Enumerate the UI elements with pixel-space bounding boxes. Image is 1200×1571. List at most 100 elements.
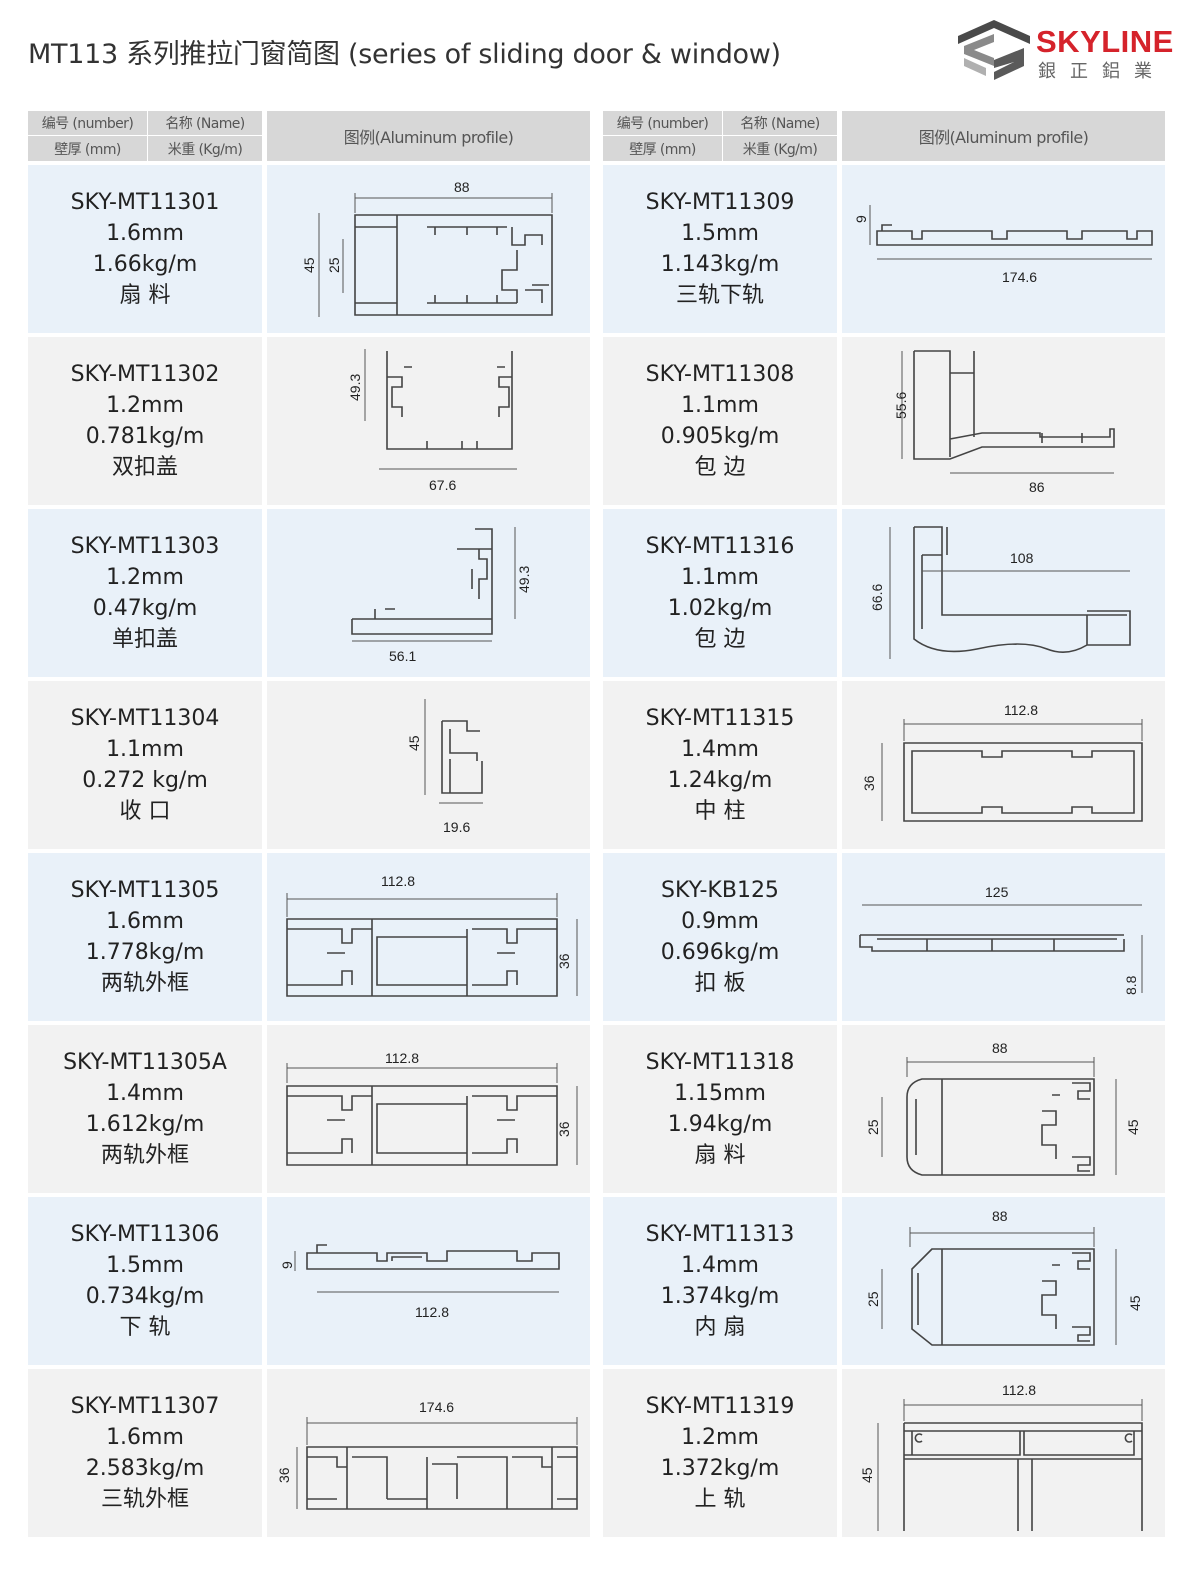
profile-info: SKY-MT11302 1.2mm 0.781kg/m 双扣盖 (28, 337, 262, 505)
dim-label: 36 (556, 1121, 572, 1137)
dim-label: 56.1 (389, 648, 416, 664)
weight-per-meter: 0.272 kg/m (82, 768, 208, 793)
weight-per-meter: 1.02kg/m (667, 596, 773, 621)
profile-name: 两轨外框 (100, 1143, 189, 1168)
profile-name: 中 柱 (694, 799, 746, 824)
table-header: 编号 (number) 名称 (Name) 壁厚 (mm) 米重 (Kg/m) … (603, 111, 1165, 161)
weight-per-meter: 1.374kg/m (660, 1284, 780, 1309)
profile-code: SKY-MT11305A (63, 1050, 227, 1075)
profile-code: SKY-MT11301 (70, 190, 220, 215)
dim-label: 55.6 (893, 392, 909, 419)
header-figure: 图例(Aluminum profile) (842, 111, 1165, 161)
profile-drawing: 9 174.6 (842, 165, 1165, 333)
profile-sketch: 9 174.6 (853, 205, 1153, 285)
profile-info: SKY-MT11318 1.15mm 1.94kg/m 扇 料 (603, 1025, 837, 1193)
dim-label: 9 (279, 1261, 295, 1269)
dim-label: 112.8 (385, 1050, 419, 1066)
profile-info: SKY-MT11308 1.1mm 0.905kg/m 包 边 (603, 337, 837, 505)
dim-label: 86 (1029, 479, 1045, 495)
dim-label: 25 (326, 257, 342, 273)
header-figure: 图例(Aluminum profile) (267, 111, 590, 161)
table-row: SKY-MT11316 1.1mm 1.02kg/m 包 边 66.6 108 (603, 509, 1165, 677)
wall-thickness: 1.4mm (681, 1253, 759, 1278)
table-header: 编号 (number) 名称 (Name) 壁厚 (mm) 米重 (Kg/m) … (28, 111, 590, 161)
profile-table-right: 编号 (number) 名称 (Name) 壁厚 (mm) 米重 (Kg/m) … (603, 111, 1165, 1541)
weight-per-meter: 0.47kg/m (92, 596, 198, 621)
profile-info: SKY-MT11304 1.1mm 0.272 kg/m 收 口 (28, 681, 262, 849)
profile-sketch: 66.6 108 (869, 526, 1131, 659)
profile-sketch: 112.8 36 (861, 702, 1143, 822)
profile-name: 三轨下轨 (675, 283, 764, 308)
wall-thickness: 1.2mm (681, 1425, 759, 1450)
profile-drawing: 112.8 45 (842, 1369, 1165, 1537)
dim-label: 45 (406, 735, 422, 751)
profile-drawing: 125 8.8 (842, 853, 1165, 1021)
profile-name: 三轨外框 (100, 1487, 189, 1512)
table-row: SKY-MT11303 1.2mm 0.47kg/m 单扣盖 49.3 56.1 (28, 509, 590, 677)
dim-label: 66.6 (869, 584, 885, 611)
weight-per-meter: 1.612kg/m (85, 1112, 205, 1137)
dim-label: 88 (454, 179, 470, 195)
profile-code: SKY-MT11313 (645, 1222, 795, 1247)
wall-thickness: 1.5mm (106, 1253, 184, 1278)
profile-drawing: 174.6 36 (267, 1369, 590, 1537)
dim-label: 125 (985, 884, 1009, 900)
wall-thickness: 1.15mm (674, 1081, 766, 1106)
profile-drawing: 9 112.8 (267, 1197, 590, 1365)
profile-drawing: 66.6 108 (842, 509, 1165, 677)
profile-drawing: 45 19.6 (267, 681, 590, 849)
dim-label: 174.6 (419, 1399, 454, 1415)
table-row: SKY-MT11304 1.1mm 0.272 kg/m 收 口 45 19.6 (28, 681, 590, 849)
header-wall-thickness: 壁厚 (mm) (28, 136, 147, 161)
dim-label: 49.3 (516, 566, 532, 593)
profile-name: 内 扇 (694, 1315, 746, 1340)
header-weight: 米重 (Kg/m) (723, 136, 837, 161)
table-row: SKY-MT11301 1.6mm 1.66kg/m 扇 料 88 45 25 (28, 165, 590, 333)
profile-sketch: 88 45 25 (301, 179, 553, 317)
weight-per-meter: 1.24kg/m (667, 768, 773, 793)
profile-name: 两轨外框 (100, 971, 189, 996)
profile-code: SKY-MT11318 (645, 1050, 795, 1075)
profile-info: SKY-MT11303 1.2mm 0.47kg/m 单扣盖 (28, 509, 262, 677)
profile-code: SKY-MT11306 (70, 1222, 220, 1247)
profile-drawing: 49.3 56.1 (267, 509, 590, 677)
profile-sketch: 112.8 36 (286, 873, 578, 997)
profile-info: SKY-KB125 0.9mm 0.696kg/m 扣 板 (603, 853, 837, 1021)
weight-per-meter: 0.905kg/m (660, 424, 780, 449)
profile-code: SKY-MT11305 (70, 878, 220, 903)
weight-per-meter: 0.734kg/m (85, 1284, 205, 1309)
profile-drawing: 55.6 86 (842, 337, 1165, 505)
wall-thickness: 1.2mm (106, 393, 184, 418)
dim-label: 36 (556, 953, 572, 969)
profile-info: SKY-MT11313 1.4mm 1.374kg/m 内 扇 (603, 1197, 837, 1365)
dim-label: 88 (992, 1040, 1008, 1056)
table-row: SKY-MT11307 1.6mm 2.583kg/m 三轨外框 174.6 3… (28, 1369, 590, 1537)
dim-label: 112.8 (381, 873, 415, 889)
profile-sketch: 88 25 45 (865, 1040, 1141, 1176)
dim-label: 8.8 (1123, 975, 1139, 995)
dim-label: 112.8 (1004, 702, 1038, 718)
wall-thickness: 1.2mm (106, 565, 184, 590)
dim-label: 36 (861, 775, 877, 791)
dim-label: 108 (1010, 550, 1034, 566)
wall-thickness: 1.6mm (106, 1425, 184, 1450)
profile-sketch: 55.6 86 (893, 350, 1115, 495)
table-row: SKY-MT11319 1.2mm 1.372kg/m 上 轨 112.8 45 (603, 1369, 1165, 1537)
wall-thickness: 1.1mm (106, 737, 184, 762)
profile-info: SKY-MT11306 1.5mm 0.734kg/m 下 轨 (28, 1197, 262, 1365)
profile-name: 收 口 (119, 799, 171, 824)
table-row: SKY-MT11308 1.1mm 0.905kg/m 包 边 55.6 86 (603, 337, 1165, 505)
wall-thickness: 0.9mm (681, 909, 759, 934)
profile-info: SKY-MT11315 1.4mm 1.24kg/m 中 柱 (603, 681, 837, 849)
dim-label: 45 (301, 257, 317, 273)
profile-sketch: 49.3 56.1 (351, 527, 532, 664)
dim-label: 36 (276, 1467, 292, 1483)
header-number: 编号 (number) (28, 111, 147, 135)
profile-sketch: 45 19.6 (406, 699, 483, 835)
profile-code: SKY-MT11302 (70, 362, 220, 387)
dim-label: 25 (865, 1119, 881, 1135)
table-row: SKY-MT11305 1.6mm 1.778kg/m 两轨外框 112.8 3… (28, 853, 590, 1021)
profile-code: SKY-MT11307 (70, 1394, 220, 1419)
profile-name: 扣 板 (694, 971, 746, 996)
dim-label: 49.3 (347, 374, 363, 401)
